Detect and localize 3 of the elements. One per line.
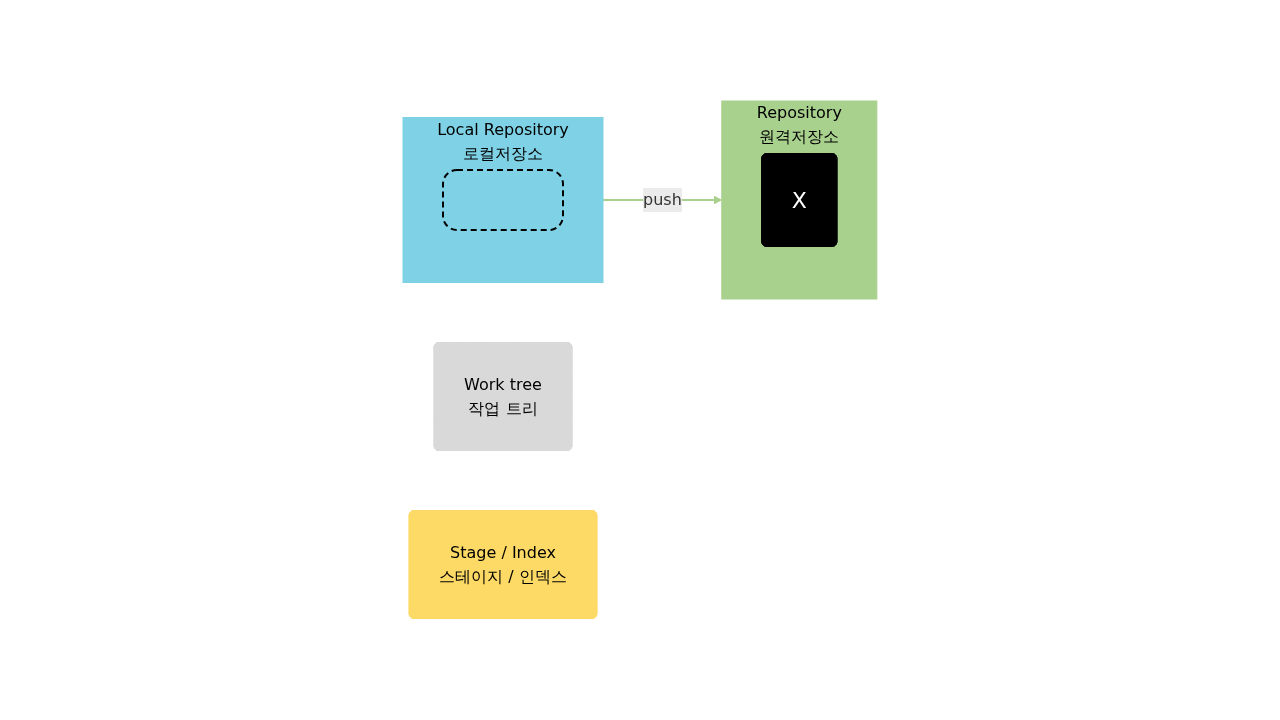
edge-label: push — [643, 190, 682, 210]
node-box — [442, 169, 565, 232]
cluster: Local Repository 로컬저장소 — [402, 117, 604, 284]
